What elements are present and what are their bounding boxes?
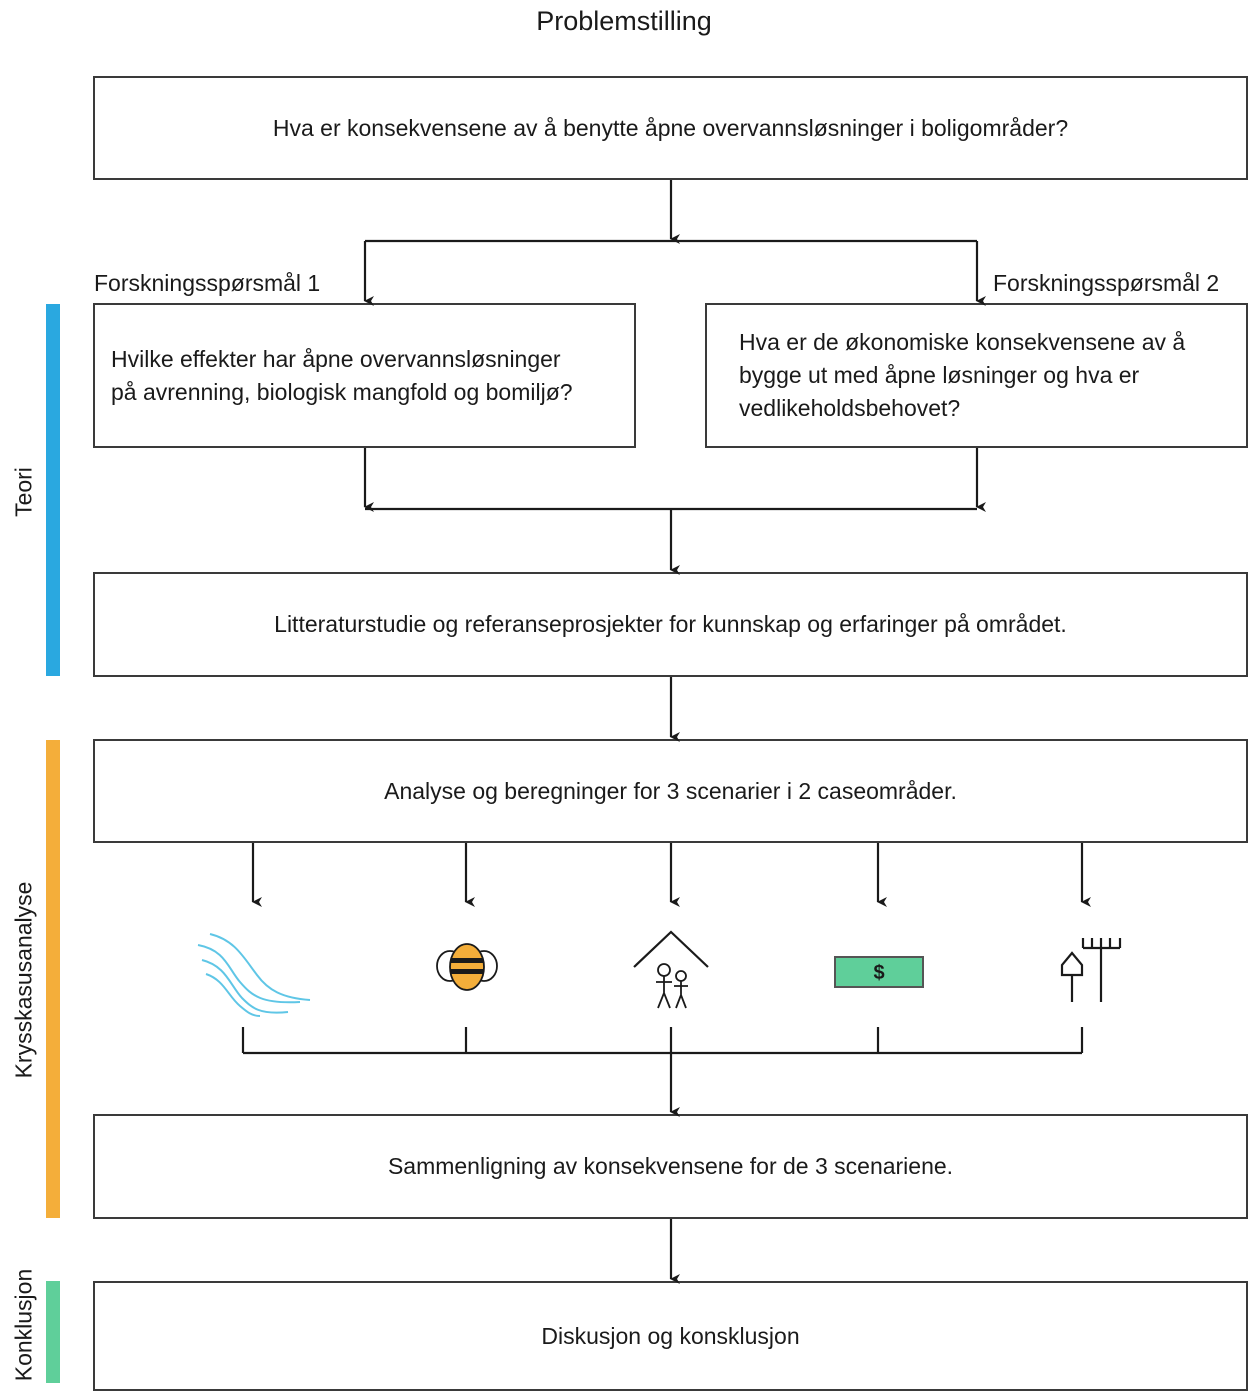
water-runoff-icon bbox=[197, 933, 311, 1017]
phase-bar-krysskasusanalyse bbox=[46, 740, 60, 1218]
research-question-1-label: Forskningsspørsmål 1 bbox=[94, 270, 321, 296]
main-question-text: Hva er konsekvensene av å benytte åpne o… bbox=[272, 114, 1069, 141]
maintenance-tools-icon bbox=[1060, 938, 1122, 1002]
money-icon bbox=[834, 956, 924, 988]
research-question-1-text: Hvilke effekter har åpne overvannsløsnin… bbox=[111, 345, 573, 405]
bee-icon bbox=[436, 943, 498, 991]
analysis-text: Analyse og beregninger for 3 scenarier i… bbox=[384, 777, 957, 804]
conclusion-text: Diskusjon og konsklusjon bbox=[541, 1322, 800, 1349]
comparison-box: Sammenligning av konsekvensene for de 3 … bbox=[93, 1114, 1248, 1219]
house-people-icon bbox=[633, 930, 709, 1009]
phase-bar-teori bbox=[46, 304, 60, 676]
main-question-box: Hva er konsekvensene av å benytte åpne o… bbox=[93, 76, 1248, 180]
literature-study-text: Litteraturstudie og referanseprosjekter … bbox=[274, 611, 1067, 637]
comparison-text: Sammenligning av konsekvensene for de 3 … bbox=[387, 1153, 954, 1179]
research-question-2-text: Hva er de økonomiske konsekvensene av å … bbox=[739, 329, 1186, 421]
literature-study-box: Litteraturstudie og referanseprosjekter … bbox=[93, 572, 1248, 677]
diagram-title: Problemstilling bbox=[536, 6, 712, 36]
money-symbol: $ bbox=[873, 962, 885, 984]
research-question-2-box: Hva er de økonomiske konsekvensene av å … bbox=[705, 303, 1248, 448]
phase-bar-konklusjon bbox=[46, 1281, 60, 1383]
research-question-2-label: Forskningsspørsmål 2 bbox=[993, 270, 1220, 296]
